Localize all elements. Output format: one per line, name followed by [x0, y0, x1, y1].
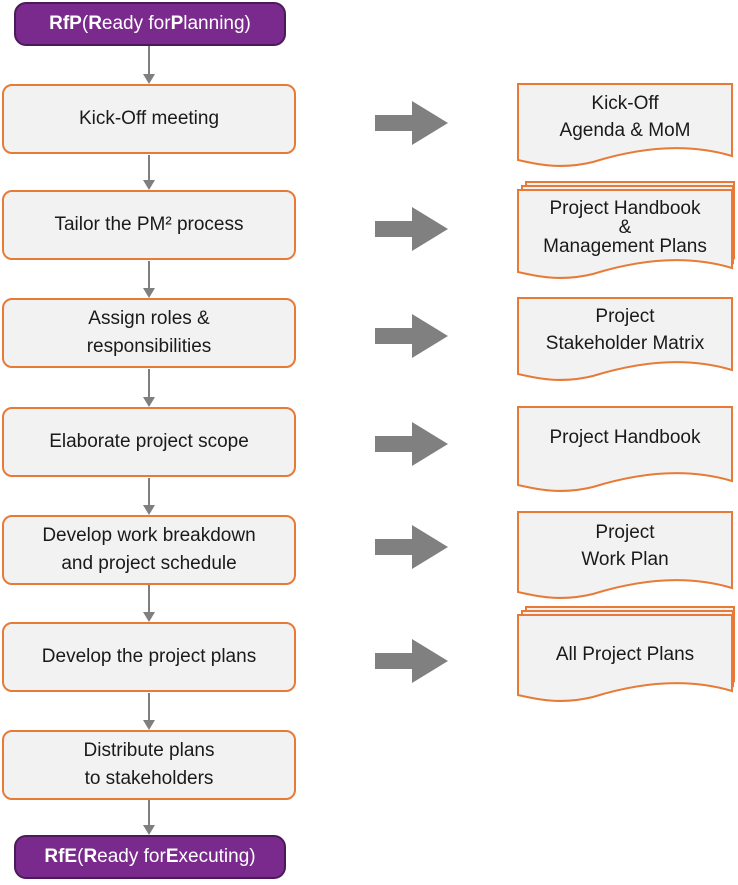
output-arrow-icon — [375, 639, 448, 683]
step-develop-plans: Develop the project plans — [2, 622, 296, 692]
step-label: and project schedule — [61, 553, 237, 574]
step-distribute-plans: Distribute plans to stakeholders — [2, 730, 296, 800]
connector-arrowhead — [143, 612, 155, 622]
document-shape — [517, 614, 733, 702]
step-tailor-process: Tailor the PM² process — [2, 190, 296, 260]
step-label: Tailor the PM² process — [54, 214, 244, 235]
step-label: Develop the project plans — [41, 646, 257, 667]
step-label: Develop work breakdown — [42, 525, 256, 546]
connector-arrowhead — [143, 288, 155, 298]
step-label: Kick-Off meeting — [78, 108, 220, 129]
document-shape — [517, 406, 733, 492]
step-label: Elaborate project scope — [49, 431, 249, 452]
connector-arrowhead — [143, 720, 155, 730]
output-stakeholder-matrix: Project Stakeholder Matrix — [545, 306, 705, 354]
output-handbook-management-plans: Project Handbook & Management Plans — [543, 198, 707, 257]
gate-abbr: RfP — [49, 13, 82, 34]
document-shape — [517, 297, 733, 381]
step-kick-off-meeting: Kick-Off meeting — [2, 84, 296, 154]
output-all-project-plans: All Project Plans — [555, 644, 695, 665]
output-arrow-icon — [375, 422, 448, 466]
document-shape — [517, 511, 733, 599]
connector-arrowhead — [143, 180, 155, 190]
step-label: to stakeholders — [84, 768, 214, 789]
output-arrow-icon — [375, 525, 448, 569]
connector-arrowhead — [143, 825, 155, 835]
output-arrow-icon — [375, 101, 448, 145]
step-label: Distribute plans — [83, 740, 215, 761]
step-label: Assign roles & — [88, 308, 210, 329]
output-kickoff-agenda: Kick-Off Agenda & MoM — [559, 93, 691, 141]
step-develop-wbs-schedule: Develop work breakdown and project sched… — [2, 515, 296, 585]
step-label: responsibilities — [86, 336, 212, 357]
document-shape — [517, 83, 733, 167]
output-project-handbook: Project Handbook — [549, 427, 701, 448]
output-arrow-icon — [375, 207, 448, 251]
step-elaborate-scope: Elaborate project scope — [2, 407, 296, 477]
output-work-plan: Project Work Plan — [581, 522, 669, 570]
gate-abbr: RfE — [44, 846, 78, 867]
connector-arrowhead — [143, 397, 155, 407]
connector-arrowhead — [143, 505, 155, 515]
connector-arrowhead — [143, 74, 155, 84]
document-shape — [517, 189, 733, 279]
output-arrow-icon — [375, 314, 448, 358]
step-assign-roles: Assign roles & responsibilities — [2, 298, 296, 368]
